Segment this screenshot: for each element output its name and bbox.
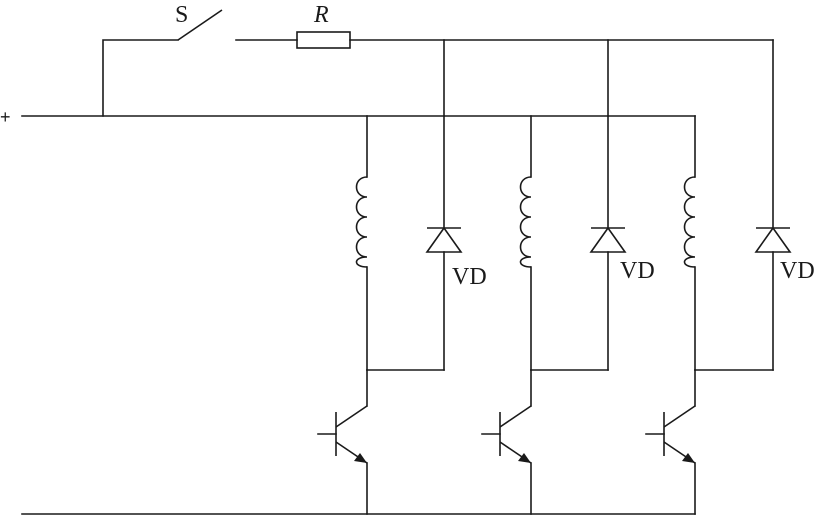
phase-3: [645, 39, 792, 515]
switch-label: S: [175, 2, 188, 28]
coil-3: [683, 176, 696, 268]
transistor-1-emitter-arrow: [354, 453, 367, 463]
coil-2: [519, 176, 532, 268]
resistor-label: R: [313, 2, 329, 28]
positive-terminal-label: +: [0, 107, 11, 127]
transistor-3-emitter-arrow: [682, 453, 695, 463]
diode-1: [425, 226, 463, 253]
resistor-r: [296, 31, 351, 49]
diode-2: [589, 226, 627, 253]
switch-s: [177, 9, 223, 41]
coil-1: [355, 176, 368, 268]
diode-3: [754, 226, 792, 253]
phase-1: [317, 115, 463, 515]
diode-2-label: VD: [620, 258, 655, 284]
transistor-2-emitter-arrow: [518, 453, 531, 463]
phase-2: [481, 115, 627, 515]
diode-3-label: VD: [780, 258, 815, 284]
diode-1-label: VD: [452, 264, 487, 290]
switch-resistor-branch: [102, 9, 774, 117]
